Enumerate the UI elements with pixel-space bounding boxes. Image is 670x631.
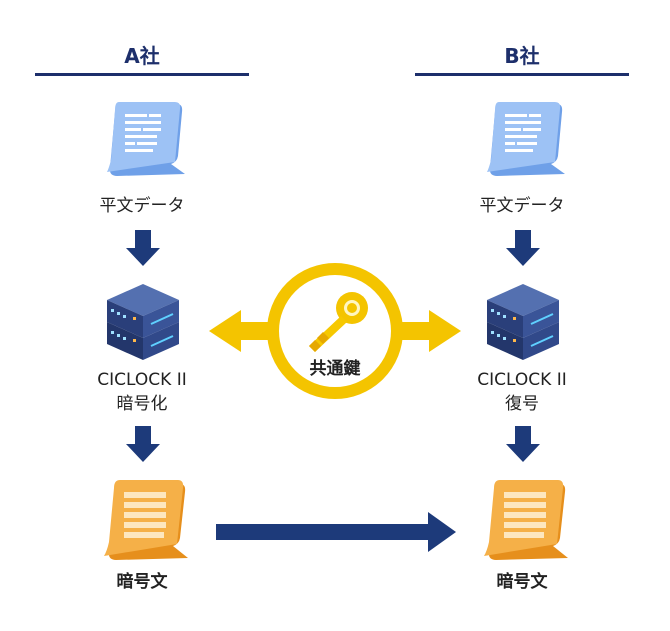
- shared-key-exchange-graphic: [209, 263, 461, 399]
- company-b-rule: [415, 73, 629, 76]
- plaintext-document-icon-right: [487, 102, 565, 176]
- down-arrow-icon-right-2: [506, 426, 540, 462]
- down-arrow-icon-left-2: [126, 426, 160, 462]
- transfer-arrow-icon: [216, 512, 456, 552]
- ciphertext-label-right: 暗号文: [496, 572, 548, 592]
- plaintext-label-right: 平文データ: [479, 196, 565, 216]
- server-icon-right: [487, 284, 559, 360]
- company-a-title: A社: [124, 44, 160, 68]
- ciphertext-document-icon-left: [104, 480, 188, 560]
- down-arrow-icon-left-1: [126, 230, 160, 266]
- key-icon: [309, 292, 368, 352]
- product-label-left: CICLOCK II: [97, 370, 187, 390]
- ciphertext-label-left: 暗号文: [116, 572, 168, 592]
- action-label-left: 暗号化: [116, 394, 168, 414]
- ciphertext-document-icon-right: [484, 480, 568, 560]
- action-label-right: 復号: [505, 394, 539, 414]
- product-label-right: CICLOCK II: [477, 370, 567, 390]
- plaintext-label-left: 平文データ: [99, 196, 185, 216]
- company-a-rule: [35, 73, 249, 76]
- shared-key-label: 共通鍵: [309, 359, 361, 379]
- down-arrow-icon-right-1: [506, 230, 540, 266]
- company-b-title: B社: [504, 44, 540, 68]
- server-icon-left: [107, 284, 179, 360]
- plaintext-document-icon-left: [107, 102, 185, 176]
